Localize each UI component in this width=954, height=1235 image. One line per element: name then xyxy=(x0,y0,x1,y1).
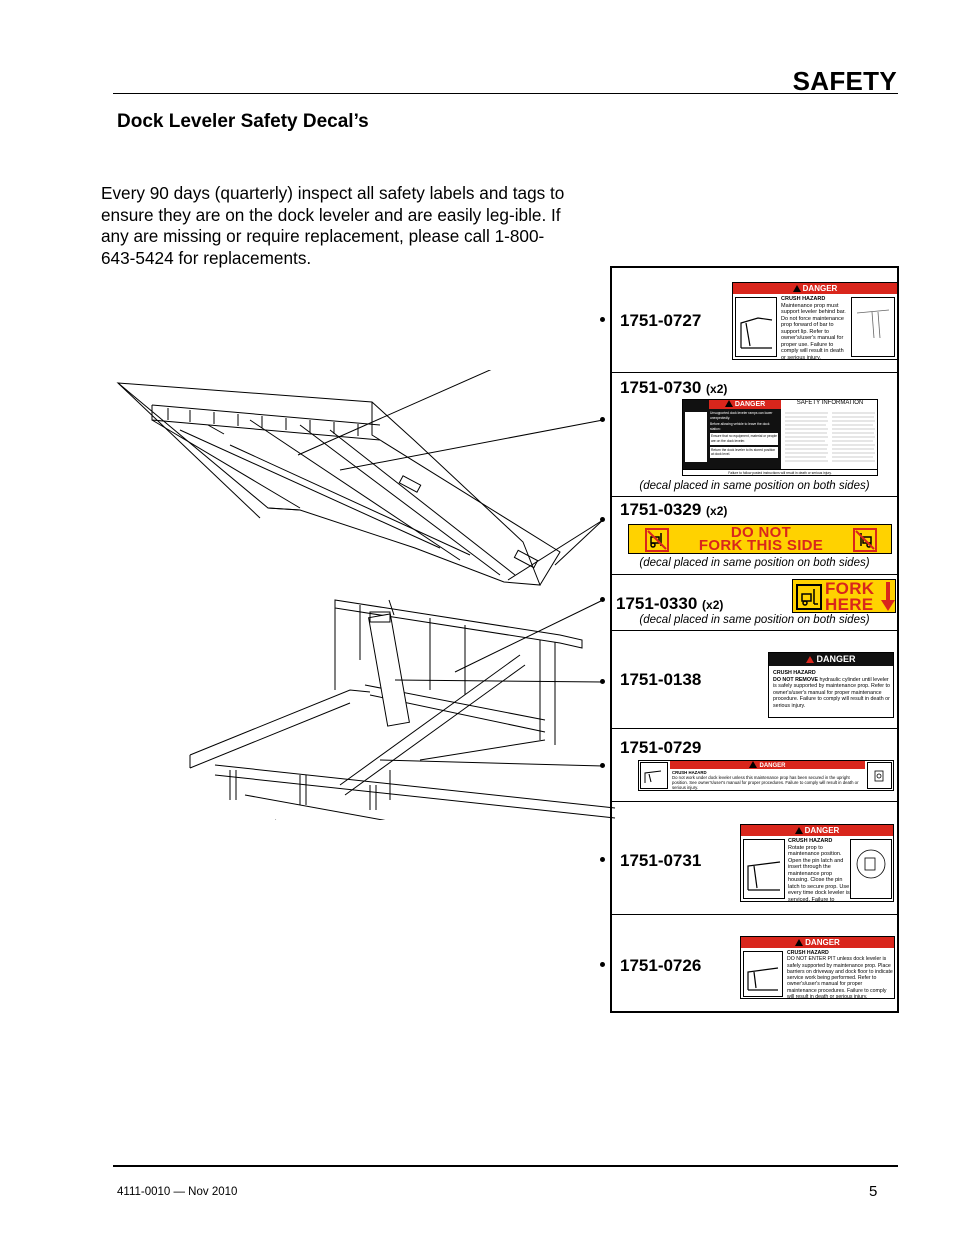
warning-triangle-icon xyxy=(795,939,804,946)
decal-bullet: Return the dock leveler to its stored po… xyxy=(710,446,778,458)
no-forklift-icon xyxy=(645,528,669,552)
section-title: SAFETY xyxy=(792,66,897,96)
quantity: (x2) xyxy=(706,382,728,396)
decal-1751-0330: FORK HERE xyxy=(792,579,896,613)
dock-leveler-illustration xyxy=(116,370,616,820)
leader-dot xyxy=(600,317,605,322)
banner-line-2: FORK THIS SIDE xyxy=(698,537,824,554)
hazard-emphasis: DO NOT REMOVE xyxy=(773,676,819,683)
part-number-row: 1751-0329 (x2) xyxy=(620,500,727,520)
danger-header: DANGER xyxy=(741,825,893,836)
divider xyxy=(612,574,897,575)
decal-1751-0731: DANGER CRUSH HAZARD Rotate prop to maint… xyxy=(740,824,894,902)
part-number: 1751-0138 xyxy=(620,670,702,689)
prop-detail-pictogram xyxy=(850,839,892,899)
leader-dot xyxy=(600,597,605,602)
divider xyxy=(612,801,897,802)
warning-triangle-icon xyxy=(724,400,733,407)
banner-line-2: HERE xyxy=(825,595,874,614)
pit-pictogram xyxy=(743,951,783,997)
leader-dot xyxy=(600,417,605,422)
banner-line-1: DO NOT xyxy=(730,524,792,541)
quantity: (x2) xyxy=(706,504,728,518)
decal-1751-0727: DANGER CRUSH HAZARD Maintenance prop mus… xyxy=(732,282,898,360)
prop-detail-pictogram xyxy=(851,297,895,357)
divider xyxy=(612,372,897,373)
warning-triangle-icon xyxy=(749,761,758,768)
part-number: 1751-0726 xyxy=(620,956,702,975)
warning-triangle-icon xyxy=(806,656,815,663)
part-number-row: 1751-0730 (x2) xyxy=(620,378,727,398)
decal-text: DO NOT ENTER PIT unless dock leveler is … xyxy=(787,956,893,999)
part-number: 1751-0330 xyxy=(616,594,698,613)
page-subtitle: Dock Leveler Safety Decal’s xyxy=(117,111,369,132)
part-number: 1751-0731 xyxy=(620,851,702,870)
safety-info-header: SAFETY INFORMATION xyxy=(796,400,864,406)
danger-header: DANGER xyxy=(769,653,893,666)
forklift-icon xyxy=(796,584,822,610)
placement-note: (decal placed in same position on both s… xyxy=(639,480,870,492)
decal-line: Before allowing vehicle to leave the doc… xyxy=(710,422,770,431)
decal-1751-0726: DANGER CRUSH HAZARD DO NOT ENTER PIT unl… xyxy=(740,936,895,999)
down-arrow-icon xyxy=(881,582,895,611)
divider xyxy=(612,728,897,729)
vehicle-pictogram xyxy=(685,412,707,462)
divider xyxy=(612,630,897,631)
danger-header: DANGER xyxy=(733,283,897,294)
leader-dot xyxy=(600,962,605,967)
prop-pictogram xyxy=(640,762,668,789)
warning-triangle-icon xyxy=(794,827,803,834)
no-forklift-icon xyxy=(853,528,877,552)
decal-text: Maintenance prop must support leveler be… xyxy=(781,302,846,360)
danger-header: DANGER xyxy=(670,761,865,769)
leader-dot xyxy=(600,517,605,522)
decal-list-box: 1751-0727 DANGER CRUSH HAZARD Maintenanc… xyxy=(610,266,899,1013)
divider xyxy=(612,914,897,915)
leader-dot xyxy=(600,763,605,768)
decal-footer: Failure to follow posted instructions wi… xyxy=(683,469,877,475)
part-number: 1751-0730 xyxy=(620,378,702,397)
hazard-title: CRUSH HAZARD xyxy=(672,770,707,775)
intro-paragraph: Every 90 days (quarterly) inspect all sa… xyxy=(101,183,565,268)
divider xyxy=(612,496,897,497)
leader-dot xyxy=(600,679,605,684)
part-number: 1751-0727 xyxy=(620,311,702,330)
decal-line: Unsupported dock leveler ramps can lower… xyxy=(710,411,773,420)
part-number-row: 1751-0330 (x2) xyxy=(616,594,723,614)
part-number: 1751-0729 xyxy=(620,738,702,757)
bottom-rule xyxy=(113,1165,898,1167)
decal-1751-0138: DANGER CRUSH HAZARD DO NOT REMOVE hydrau… xyxy=(768,652,894,718)
leader-dot xyxy=(600,857,605,862)
placement-note: (decal placed in same position on both s… xyxy=(639,557,870,569)
decal-1751-0729: DANGER CRUSH HAZARD Do not work under do… xyxy=(638,760,894,791)
warning-triangle-icon xyxy=(792,285,801,292)
decal-1751-0730: DANGER Unsupported dock leveler ramps ca… xyxy=(682,399,878,476)
part-number: 1751-0329 xyxy=(620,500,702,519)
prop-pictogram xyxy=(743,839,785,899)
placement-note: (decal placed in same position on both s… xyxy=(639,614,870,626)
quantity: (x2) xyxy=(702,598,724,612)
danger-header: DANGER xyxy=(709,400,781,409)
decal-text: Rotate prop to maintenance position. Ope… xyxy=(788,844,850,902)
danger-panel: DANGER Unsupported dock leveler ramps ca… xyxy=(683,400,781,469)
safety-info-text-block xyxy=(785,412,875,462)
hazard-title: CRUSH HAZARD xyxy=(788,838,833,844)
hazard-title: CRUSH HAZARD xyxy=(781,296,826,302)
hazard-title: CRUSH HAZARD xyxy=(773,670,816,676)
decal-bullet: Ensure that no equipment, material or pe… xyxy=(710,433,778,445)
prop-detail-pictogram xyxy=(867,762,892,789)
decal-text: Do not work under dock leveler unless th… xyxy=(672,775,859,790)
banner-line-1: FORK xyxy=(825,579,875,598)
decal-1751-0329: DO NOT FORK THIS SIDE xyxy=(628,524,892,554)
page-number: 5 xyxy=(869,1183,878,1200)
danger-header: DANGER xyxy=(741,937,894,948)
hazard-title: CRUSH HAZARD xyxy=(787,950,829,956)
prop-pictogram xyxy=(735,297,777,357)
footer-doc-ref: 4111-0010 — Nov 2010 xyxy=(117,1186,238,1198)
decal-text: hydraulic cylinder until leveler is safe… xyxy=(773,676,890,709)
top-rule xyxy=(113,93,898,94)
